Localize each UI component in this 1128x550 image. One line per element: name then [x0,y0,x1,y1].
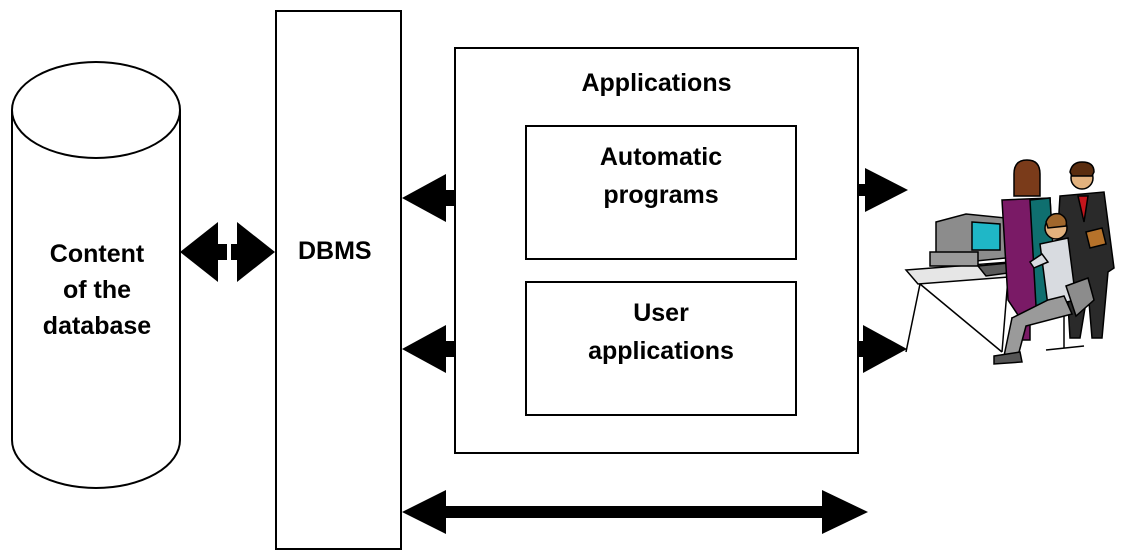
applications-title: Applications [581,69,732,97]
arrow-database-dbms [180,222,275,282]
arrow-bottom-dbms-users [402,490,868,534]
database-cylinder-icon [11,61,181,489]
dbms-label: DBMS [298,237,372,265]
automatic-programs-label: Automatic programs [599,143,723,209]
database-label: Content of the database [42,240,152,340]
automatic-programs-box [525,125,797,260]
users-at-computer-icon [904,159,1115,365]
dbms-box [275,10,402,550]
user-applications-box [525,281,797,416]
user-applications-label: User applications [588,299,734,365]
